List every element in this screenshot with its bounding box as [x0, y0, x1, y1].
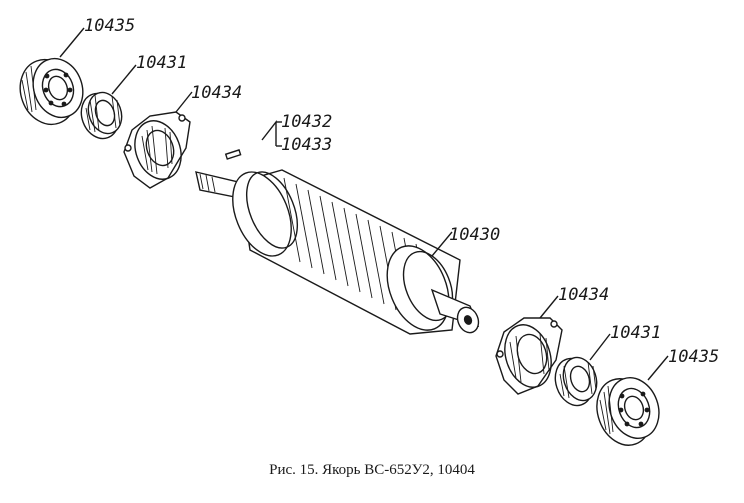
leader-key: [261, 119, 277, 146]
label-ring-left: 10431: [136, 53, 187, 73]
leader-ring-right: [589, 333, 611, 361]
leader-armature: [431, 231, 453, 257]
key: [224, 149, 242, 160]
leader-bearing-right: [647, 355, 669, 381]
bearing-left: [19, 57, 84, 126]
label-key-b: 10433: [281, 135, 332, 155]
label-cap-left: 10434: [191, 83, 242, 103]
label-ring-right: 10431: [610, 323, 661, 343]
label-bearing-right: 10435: [668, 347, 719, 367]
cap-right: [495, 317, 563, 395]
label-bearing-left: 10435: [84, 16, 135, 36]
label-key-a: 10432: [281, 112, 332, 132]
figure-caption: Рис. 15. Якорь ВС-652У2, 10404: [269, 462, 475, 478]
leader-cap-right: [539, 295, 559, 319]
armature: [195, 169, 480, 335]
ring-right: [554, 356, 598, 407]
label-cap-right: 10434: [558, 285, 609, 305]
leader-ring-left: [111, 64, 137, 95]
leader-cap-left: [175, 91, 193, 113]
bearing-right: [596, 377, 660, 446]
cap-left: [123, 111, 191, 189]
ring-left: [80, 91, 123, 140]
label-armature: 10430: [449, 225, 500, 245]
leader-bearing-left: [59, 27, 85, 58]
